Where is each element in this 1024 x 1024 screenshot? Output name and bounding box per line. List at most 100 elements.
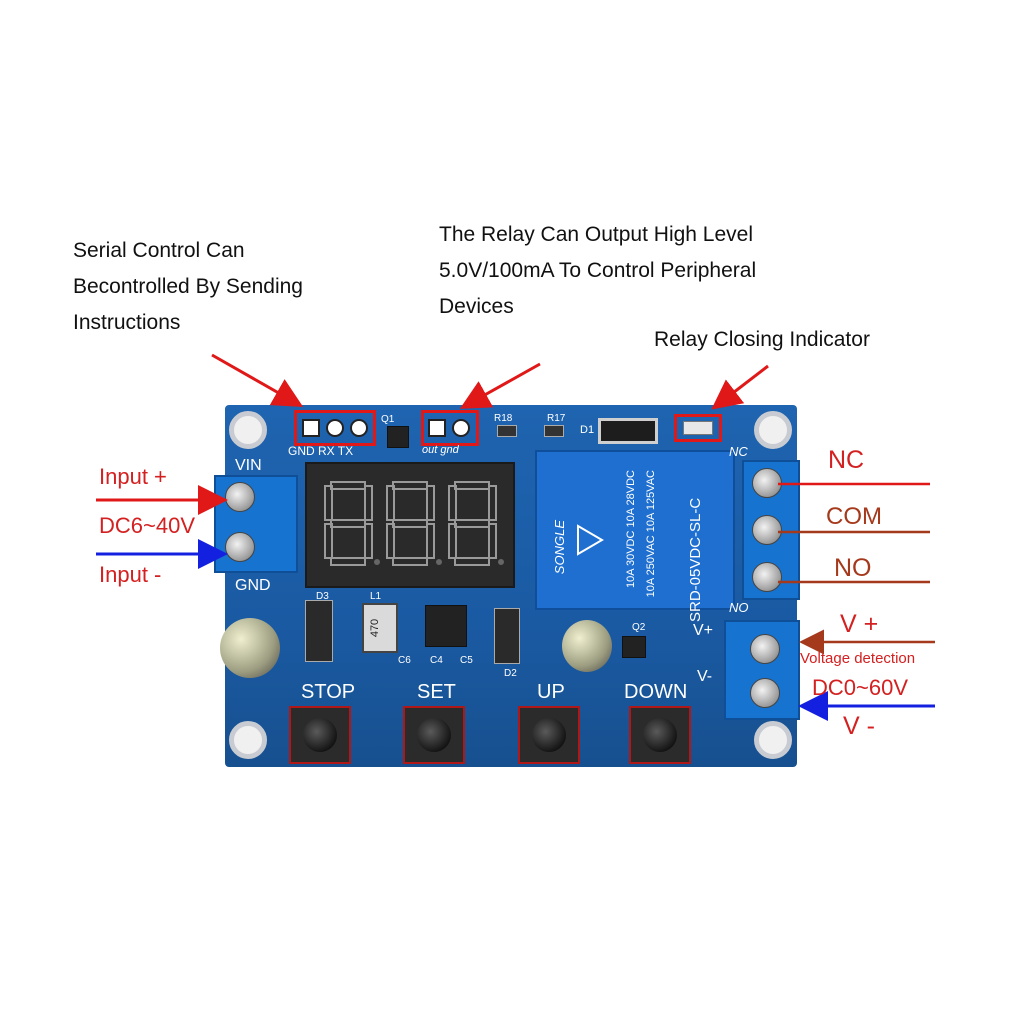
serial-pin-label: GND RX TX — [288, 444, 354, 458]
down-button[interactable] — [629, 706, 691, 764]
input-voltage-label: DC6~40V — [99, 513, 196, 538]
d3-label: D3 — [316, 591, 329, 602]
detection-range-label: DC0~60V — [812, 675, 909, 700]
display-segment — [426, 485, 435, 521]
callout-line: 5.0V/100mA To Control Peripheral — [439, 259, 757, 282]
serial-arrow — [211, 353, 304, 407]
callout-line: Serial Control Can — [73, 239, 245, 262]
display-segment — [426, 523, 435, 559]
d2-label: D2 — [504, 668, 517, 679]
stop-label: STOP — [301, 681, 356, 703]
relay-output-callout: The Relay Can Output High Level 5.0V/100… — [439, 217, 756, 325]
display-segment — [488, 485, 497, 521]
display-segment — [454, 519, 490, 528]
diode-d2 — [494, 608, 520, 664]
vminus-screw[interactable] — [750, 678, 780, 708]
indicator-led — [683, 421, 713, 435]
set-button[interactable] — [403, 706, 465, 764]
input-minus-label: Input - — [99, 562, 162, 587]
q2-label: Q2 — [632, 622, 646, 633]
input-minus-screw[interactable] — [225, 532, 255, 562]
display-segment — [324, 523, 333, 559]
display-decimal-point — [374, 559, 380, 565]
d1-label: D1 — [580, 424, 595, 436]
display-digits — [324, 481, 504, 566]
resistor-r17 — [544, 425, 564, 437]
mounting-hole — [754, 411, 792, 449]
display-segment — [392, 557, 428, 566]
c4-label: C4 — [430, 655, 443, 666]
q1-label: Q1 — [381, 414, 395, 425]
mounting-hole — [229, 411, 267, 449]
vin-label: VIN — [235, 457, 262, 474]
output-header-highlight — [421, 410, 479, 446]
com-screw[interactable] — [752, 515, 782, 545]
serial-header-highlight — [294, 410, 376, 446]
gnd-label: GND — [235, 577, 271, 594]
display-segment — [364, 485, 373, 521]
com-label: COM — [826, 503, 882, 530]
indicator-arrow — [711, 364, 769, 410]
output-arrow — [459, 362, 541, 409]
no-board-label: NO — [729, 600, 749, 615]
display-segment — [324, 485, 333, 521]
callout-line: Devices — [439, 295, 514, 318]
ic-chip — [425, 605, 467, 647]
callout-line: Instructions — [73, 311, 181, 334]
mounting-hole — [754, 721, 792, 759]
display-segment — [386, 485, 395, 521]
callout-line: The Relay Can Output High Level — [439, 223, 754, 246]
header-pin — [350, 419, 368, 437]
vplus-label: V + — [840, 610, 879, 638]
display-segment — [454, 557, 490, 566]
up-button[interactable] — [518, 706, 580, 764]
diode-d1 — [598, 418, 658, 444]
transistor-q1 — [387, 426, 409, 448]
certification-icon — [577, 524, 604, 556]
vminus-label: V - — [843, 712, 875, 740]
nc-board-label: NC — [729, 444, 748, 459]
display-segment — [488, 523, 497, 559]
mounting-hole — [229, 721, 267, 759]
display-segment — [386, 523, 395, 559]
header-pin — [428, 419, 446, 437]
button-cap — [303, 718, 337, 752]
stop-button[interactable] — [289, 706, 351, 764]
input-plus-screw[interactable] — [225, 482, 255, 512]
display-segment — [448, 523, 457, 559]
up-label: UP — [537, 681, 565, 703]
electrolytic-capacitor — [220, 618, 280, 678]
indicator-led-highlight — [674, 414, 722, 442]
display-decimal-point — [498, 559, 504, 565]
header-pin — [326, 419, 344, 437]
voltage-detection-label: Voltage detection — [800, 650, 916, 667]
c5-label: C5 — [460, 655, 473, 666]
r18-label: R18 — [494, 413, 513, 424]
no-label: NO — [834, 554, 872, 582]
inductor-l1 — [362, 603, 398, 653]
resistor-r18 — [497, 425, 517, 437]
input-plus-label: Input + — [99, 464, 167, 489]
callout-line: Becontrolled By Sending — [73, 275, 303, 298]
relay — [535, 450, 735, 610]
vplus-screw[interactable] — [750, 634, 780, 664]
diode-d3 — [305, 600, 333, 662]
display-segment — [392, 519, 428, 528]
set-label: SET — [417, 681, 456, 703]
display-decimal-point — [436, 559, 442, 565]
electrolytic-capacitor — [562, 620, 612, 672]
r17-label: R17 — [547, 413, 566, 424]
c6-label: C6 — [398, 655, 411, 666]
nc-label: NC — [828, 446, 865, 474]
header-pin — [452, 419, 470, 437]
button-cap — [532, 718, 566, 752]
no-screw[interactable] — [752, 562, 782, 592]
relay-indicator-callout: Relay Closing Indicator — [654, 328, 870, 351]
vplus-board-label: V+ — [693, 622, 714, 639]
serial-control-callout: Serial Control Can Becontrolled By Sendi… — [73, 233, 303, 341]
display-segment — [364, 523, 373, 559]
vminus-board-label: V- — [697, 668, 713, 685]
header-pin — [302, 419, 320, 437]
display-segment — [448, 485, 457, 521]
